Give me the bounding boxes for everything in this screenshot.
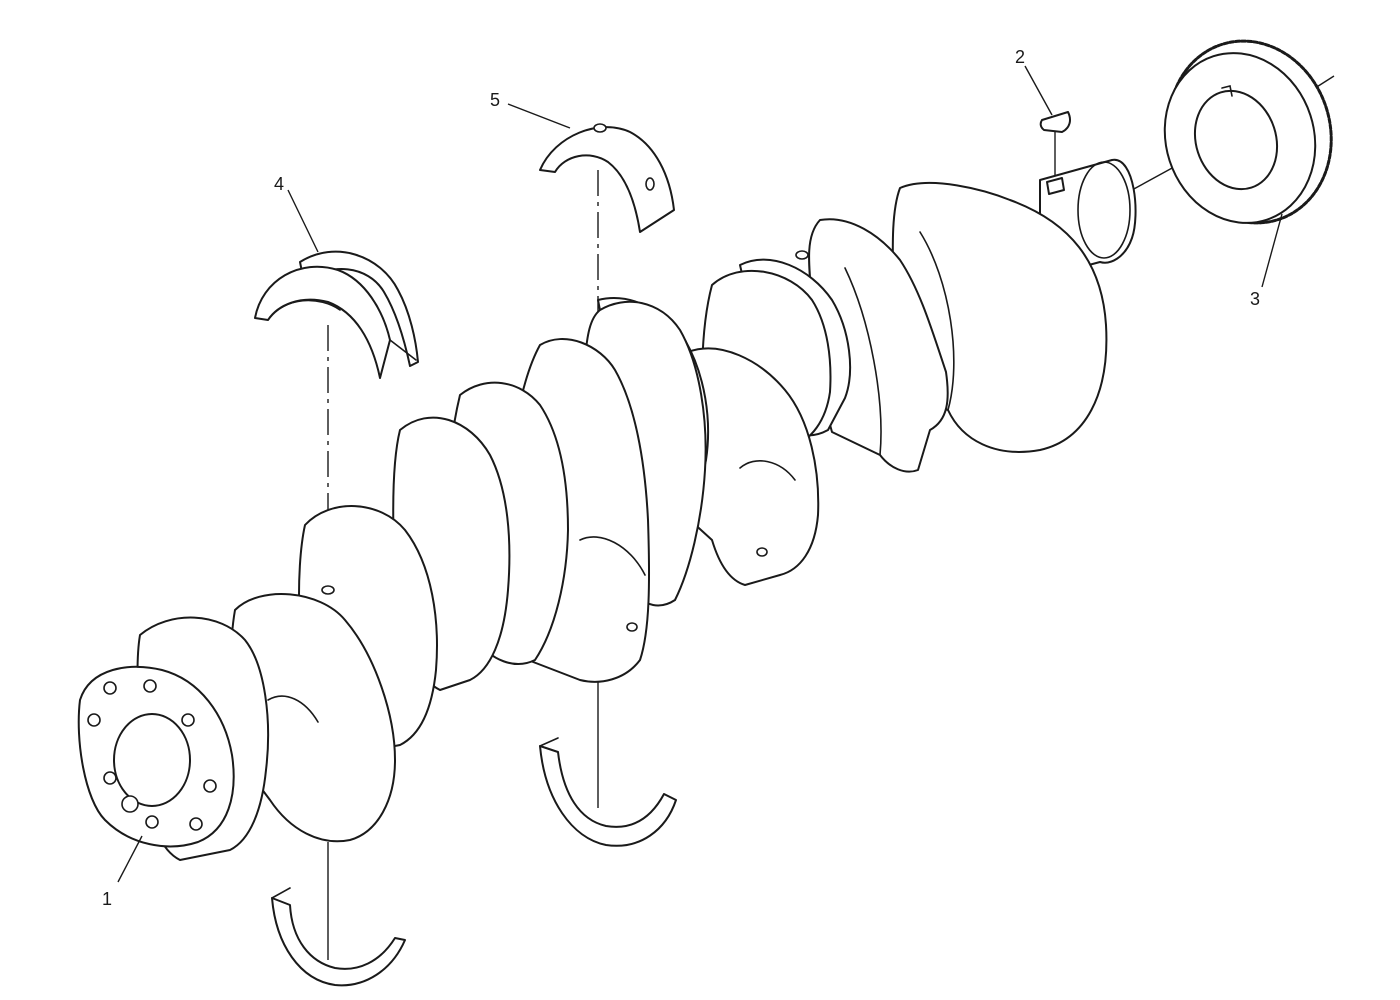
key-slot — [1046, 177, 1065, 195]
flange-bolt-hole — [143, 679, 157, 693]
front-counterweight-edge — [267, 695, 319, 723]
counterweight-5-edge — [739, 460, 796, 481]
leader-4 — [287, 189, 319, 253]
woodruff-key — [1039, 111, 1071, 133]
callout-2: 2 — [1015, 47, 1025, 67]
rear-journal-edge — [1077, 161, 1131, 259]
callout-1: 1 — [102, 889, 112, 909]
thrust-bearing-shell — [254, 250, 419, 379]
counterweight-8-edge — [919, 231, 955, 411]
leader-3 — [1261, 213, 1283, 288]
oil-hole-4 — [795, 250, 809, 260]
main-bearing-shell-upper — [539, 123, 675, 233]
oil-hole-1 — [321, 585, 335, 595]
main-bearing-shell-lower-left — [271, 887, 406, 987]
gear-bore — [1193, 89, 1279, 191]
callout-3: 3 — [1250, 289, 1260, 309]
counterweight-3-edge — [579, 536, 646, 576]
flange-bolt-hole — [103, 771, 117, 785]
callout-4: 4 — [274, 174, 284, 194]
oil-hole-3 — [756, 547, 768, 557]
leader-5 — [507, 103, 571, 129]
flange-bolt-hole — [103, 681, 117, 695]
counterweight-7-edge — [844, 267, 882, 456]
flange-dowel-hole — [121, 795, 139, 813]
flange-bolt-hole — [87, 713, 101, 727]
leader-2 — [1024, 65, 1053, 116]
flange-bolt-hole — [181, 713, 195, 727]
main-bearing-shell-lower-right — [539, 737, 677, 847]
callout-5: 5 — [490, 90, 500, 110]
gear-keyway — [1221, 85, 1233, 97]
flange-center-bore — [113, 713, 191, 807]
flange-bolt-hole — [145, 815, 159, 829]
crankshaft-gear — [1163, 39, 1333, 225]
oil-hole-2 — [626, 622, 638, 632]
crankshaft — [77, 158, 1137, 861]
flange-bolt-hole — [203, 779, 217, 793]
flange-bolt-hole — [189, 817, 203, 831]
leader-1 — [117, 835, 143, 883]
